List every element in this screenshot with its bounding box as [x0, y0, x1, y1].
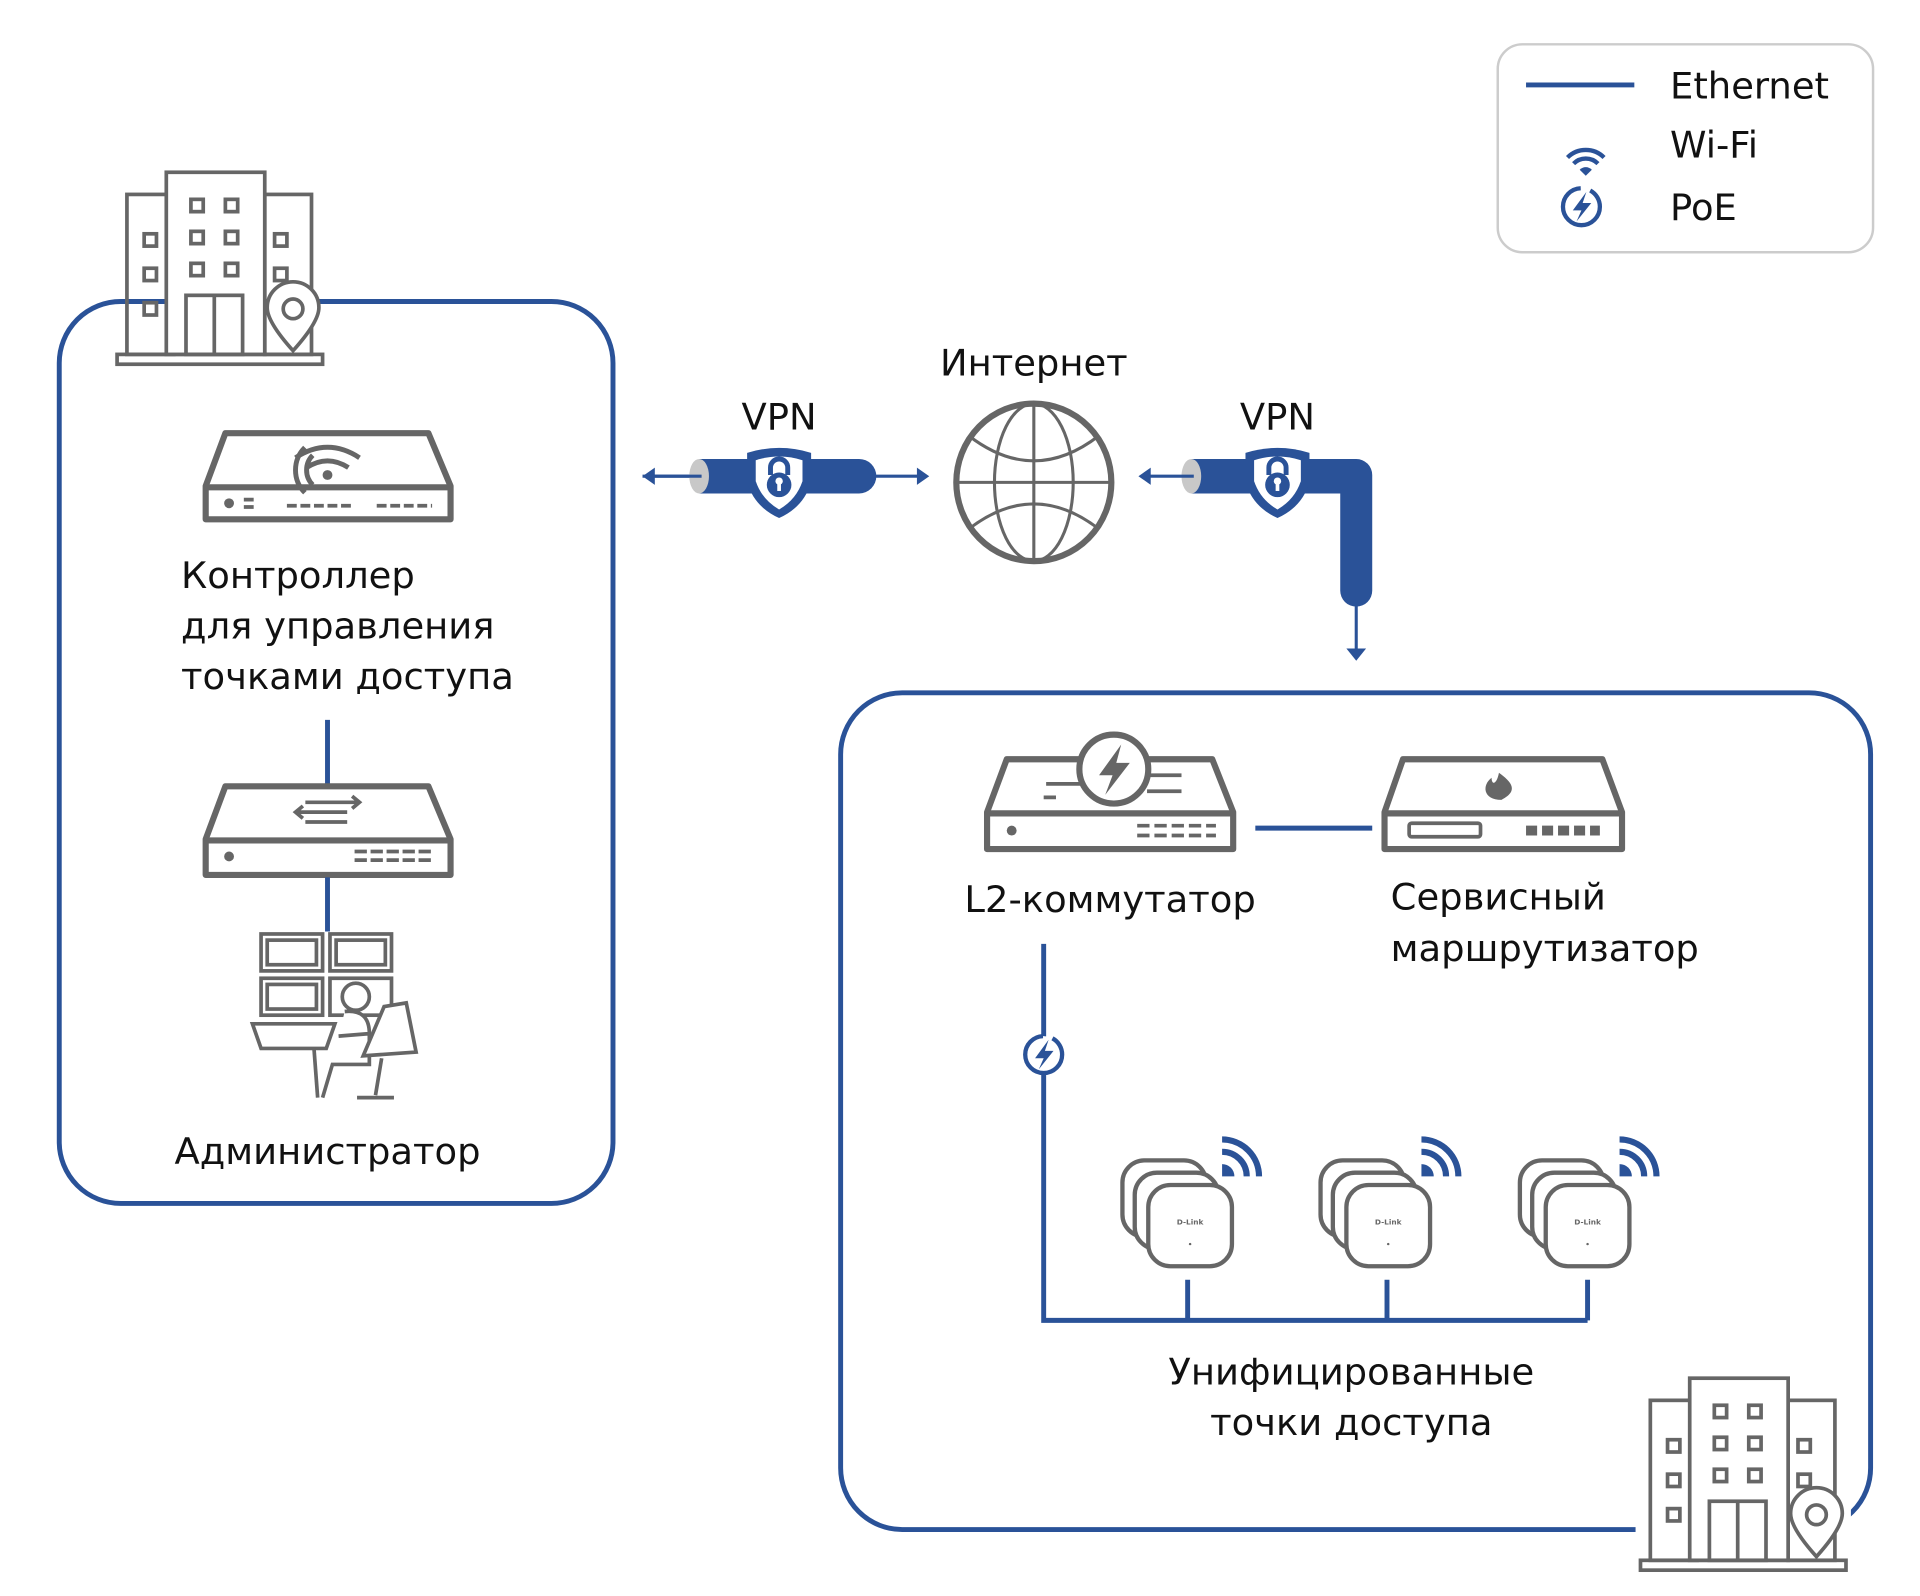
l2-switch-icon — [983, 731, 1237, 853]
lock-shield-icon — [1245, 448, 1309, 518]
ap-brand: D-Link — [1177, 1217, 1205, 1226]
legend: Ethernet Wi-Fi PoE — [1496, 43, 1875, 254]
access-points-label-1: Унифицированные — [1168, 1350, 1534, 1393]
controller-label-1: Контроллер — [181, 554, 415, 597]
internet-label: Интернет — [940, 341, 1128, 384]
controller-icon — [202, 430, 454, 523]
wifi-icon — [1222, 1139, 1259, 1176]
wifi-icon — [1620, 1139, 1657, 1176]
building-icon — [115, 170, 325, 367]
ap-brand: D-Link — [1375, 1217, 1403, 1226]
access-points-label-2: точки доступа — [1210, 1401, 1492, 1444]
legend-poe: PoE — [1670, 186, 1737, 229]
controller-label-3: точками доступа — [181, 655, 514, 698]
lock-shield-icon — [747, 448, 811, 518]
controller-label-2: для управления — [181, 605, 494, 648]
service-router-icon — [1381, 756, 1626, 853]
globe-icon — [953, 400, 1115, 565]
legend-wifi: Wi-Fi — [1670, 124, 1758, 167]
vpn-right-label: VPN — [1240, 395, 1315, 438]
ap-brand: D-Link — [1574, 1217, 1602, 1226]
access-point-group: D-Link — [1122, 1160, 1232, 1266]
l2-switch-label: L2-коммутатор — [964, 878, 1255, 921]
poe-icon — [1563, 188, 1600, 225]
access-point-group: D-Link — [1321, 1160, 1431, 1266]
branch-site — [838, 690, 1874, 1533]
administrator-label: Администратор — [174, 1130, 480, 1173]
administrator-icon — [249, 932, 419, 1100]
building-icon — [1635, 1375, 1851, 1576]
headquarters-site — [56, 299, 616, 1206]
legend-ethernet: Ethernet — [1670, 64, 1829, 107]
poe-icon — [1025, 1036, 1062, 1073]
wifi-icon — [1421, 1139, 1458, 1176]
vpn-left-label: VPN — [742, 395, 817, 438]
service-router-label-2: маршрутизатор — [1391, 927, 1699, 970]
poe-link — [1041, 943, 1591, 1323]
switch-icon — [202, 783, 454, 878]
access-point-group: D-Link — [1520, 1160, 1630, 1266]
service-router-label-1: Сервисный — [1391, 875, 1606, 918]
